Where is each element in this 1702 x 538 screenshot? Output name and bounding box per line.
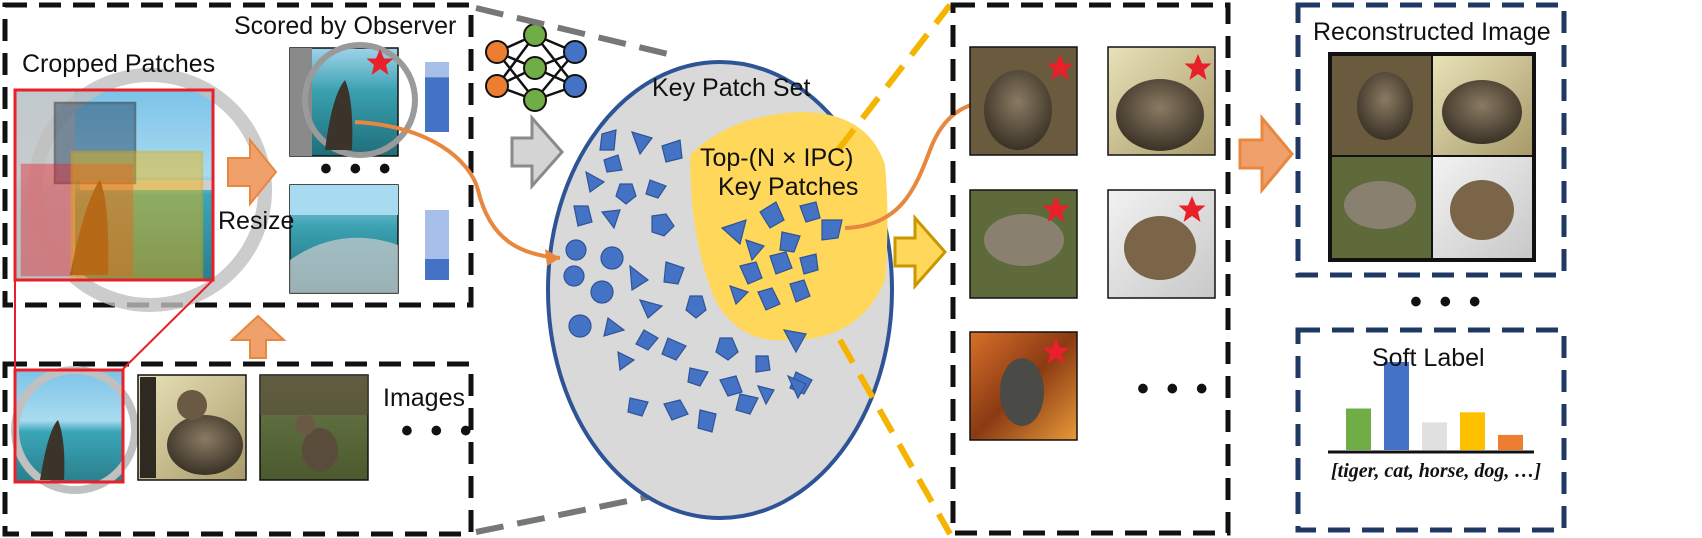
reconstructed-image-label: Reconstructed Image: [1313, 18, 1551, 46]
score-bar-fill-2: [425, 259, 449, 280]
selected-patch-2: [1107, 46, 1216, 156]
star-icon: [366, 49, 394, 75]
scored-patch-bottom: [289, 184, 399, 294]
zoom-line-gray-top: [475, 5, 673, 58]
selected-patch-4: [1107, 189, 1216, 299]
reconstructed-image: [1328, 52, 1536, 262]
reconstructed-panel-border: [1295, 2, 1567, 278]
patch-to-set-arrowhead: [545, 249, 560, 266]
scored-by-observer-label: Scored by Observer: [234, 12, 457, 40]
zoom-line-yellow-top: [835, 3, 953, 152]
soft-label-bar-2: [1384, 362, 1409, 450]
patches-ellipsis: • • •: [320, 150, 395, 188]
top-n-ipc-label: Top-(N × IPC): [700, 144, 854, 172]
zoom-line-right: [121, 279, 214, 371]
soft-label-bar-chart: [1346, 362, 1523, 450]
orange-arrow-icon-2: [1238, 113, 1294, 195]
star-icon-4: [1178, 196, 1206, 222]
selected-ellipsis: • • •: [1137, 370, 1212, 408]
selected-patch-3: [969, 189, 1078, 299]
soft-label-bar-1: [1346, 408, 1371, 450]
selected-patch-stars: [1042, 54, 1212, 364]
soft-label-panel-border: [1295, 327, 1567, 533]
crop-box-dark: [53, 101, 137, 185]
zoom-line-gray-bottom: [475, 489, 673, 535]
star-icon-2: [1184, 54, 1212, 80]
resize-label: Resize: [218, 207, 295, 235]
images-label: Images: [383, 384, 465, 412]
crop-box-yellow: [70, 150, 204, 282]
reconstructed-ellipsis: • • •: [1410, 283, 1485, 321]
zoom-line-yellow-bottom: [837, 338, 953, 536]
soft-label-title: Soft Label: [1372, 344, 1485, 372]
gold-arrow-icon: [893, 214, 948, 290]
soft-label-bar-5: [1498, 434, 1523, 450]
patches-panel-border: [2, 2, 474, 308]
images-panel-border: [2, 361, 474, 537]
source-photo-frame: [13, 88, 215, 282]
orange-up-arrow-icon: [229, 314, 287, 359]
soft-label-bar-4: [1460, 412, 1485, 450]
patch-to-set-curve: [354, 120, 561, 260]
orange-arrow-icon: [227, 137, 278, 207]
source-photo-large: [15, 68, 272, 312]
scored-patch-top: [289, 42, 418, 158]
observer-score-bars: [425, 62, 449, 280]
key-patch-shapes: [563, 129, 843, 433]
images-ellipsis: • • •: [401, 412, 476, 450]
star-icon-3: [1042, 196, 1070, 222]
crop-box-red: [20, 163, 134, 277]
soft-label-classes: [tiger, cat, horse, dog, …]: [1331, 460, 1541, 482]
star-icon-5: [1042, 338, 1070, 364]
top-key-patches-region: [690, 112, 888, 341]
selected-patches-panel-border: [950, 2, 1231, 536]
image-thumb-2: [137, 374, 247, 481]
score-bar-fill-1: [425, 77, 449, 132]
key-patches-label: Key Patches: [718, 173, 859, 201]
image-thumb-3: [259, 374, 369, 481]
cropped-patches-label: Cropped Patches: [22, 50, 216, 78]
neural-network-icon: [485, 23, 587, 112]
soft-label-bar-3: [1422, 422, 1447, 450]
star-icon-1: [1046, 54, 1074, 80]
gray-arrow-icon: [510, 114, 565, 190]
key-patch-set-label: Key Patch Set: [652, 74, 811, 102]
image-thumb-1: [11, 366, 139, 494]
